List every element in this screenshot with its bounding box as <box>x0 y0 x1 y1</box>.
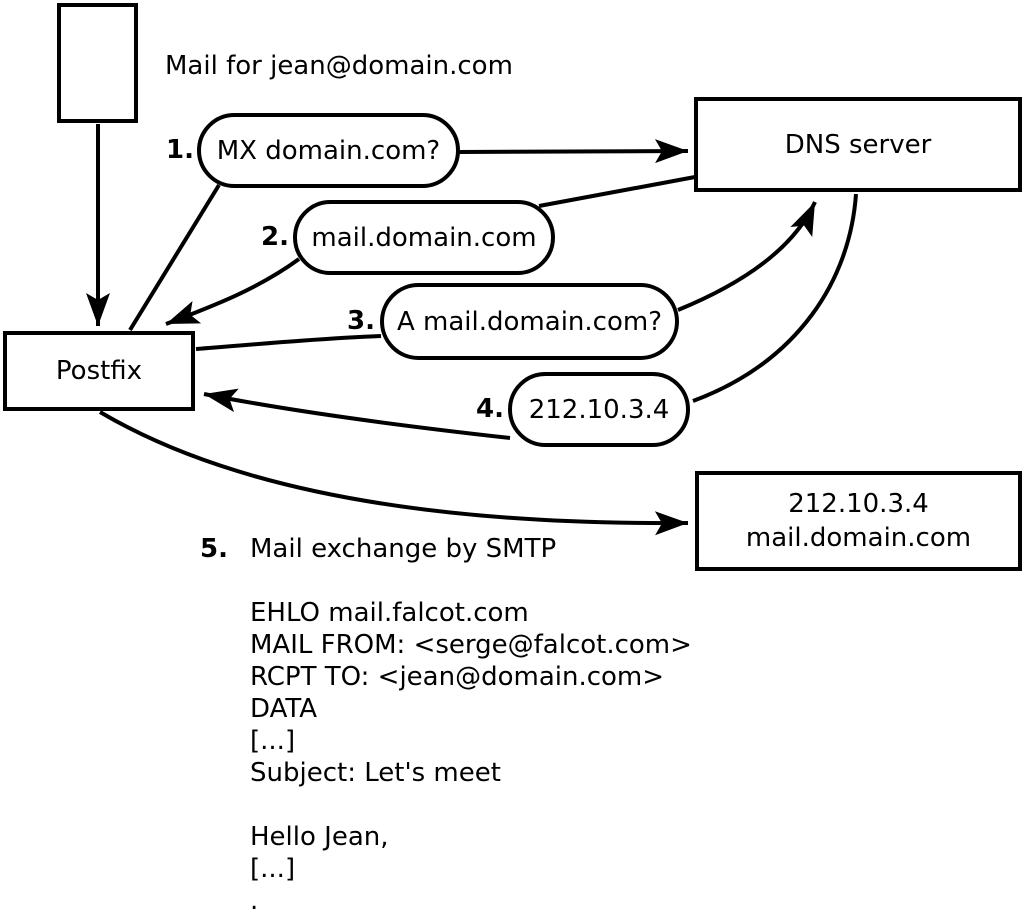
smtp-line: Hello Jean, <box>250 822 389 852</box>
pill-answer-mx-label: mail.domain.com <box>311 222 537 253</box>
line-dns-to-answer-a <box>692 193 858 403</box>
arrow-answer-mx-to-postfix <box>165 257 301 326</box>
mail-server-hostname: mail.domain.com <box>745 523 972 553</box>
line-dns-to-answer-mx <box>538 175 696 208</box>
arrow-answer-a-to-postfix <box>203 388 511 440</box>
step-3-number: 3. <box>347 306 375 336</box>
smtp-session-text: EHLO mail.falcot.com MAIL FROM: <serge@f… <box>250 597 692 917</box>
smtp-line: [...] <box>250 726 296 756</box>
pill-query-a-label: A mail.domain.com? <box>397 306 662 337</box>
smtp-line: DATA <box>250 694 317 724</box>
smtp-line: [...] <box>250 854 296 884</box>
line-postfix-to-query-a <box>195 334 382 351</box>
pill-answer-a: 212.10.3.4 <box>508 372 690 447</box>
pill-query-a: A mail.domain.com? <box>380 283 679 360</box>
step-5-number: 5. <box>200 534 228 564</box>
pill-answer-mx: mail.domain.com <box>293 200 555 275</box>
smtp-line: . <box>250 886 259 916</box>
smtp-line: Subject: Let's meet <box>250 758 501 788</box>
step-2-number: 2. <box>261 222 289 252</box>
pill-query-mx-label: MX domain.com? <box>216 135 441 166</box>
smtp-line: EHLO mail.falcot.com <box>250 598 529 628</box>
smtp-line: RCPT TO: <jean@domain.com> <box>250 662 665 692</box>
arrow-query-a-to-dns <box>677 201 817 312</box>
outgoing-message-box <box>57 3 138 123</box>
step-1-number: 1. <box>166 135 194 165</box>
mail-note: Mail for jean@domain.com <box>165 51 513 81</box>
step-4-number: 4. <box>476 394 504 424</box>
smtp-line: MAIL FROM: <serge@falcot.com> <box>250 630 692 660</box>
dns-server-box: DNS server <box>694 97 1022 192</box>
mail-server-ip: 212.10.3.4 <box>788 489 929 519</box>
line-postfix-to-query-mx <box>128 183 221 332</box>
postfix-label: Postfix <box>55 356 143 386</box>
pill-answer-a-label: 212.10.3.4 <box>528 394 670 425</box>
mail-server-box: 212.10.3.4 mail.domain.com <box>695 471 1022 571</box>
dns-server-label: DNS server <box>784 129 932 160</box>
smtp-line <box>250 789 692 821</box>
postfix-box: Postfix <box>3 331 195 411</box>
step-5-label: Mail exchange by SMTP <box>250 534 557 564</box>
arrow-query-mx-to-dns <box>458 139 689 164</box>
arrow-smtp-to-mail-server <box>98 410 689 536</box>
pill-query-mx: MX domain.com? <box>197 113 460 188</box>
